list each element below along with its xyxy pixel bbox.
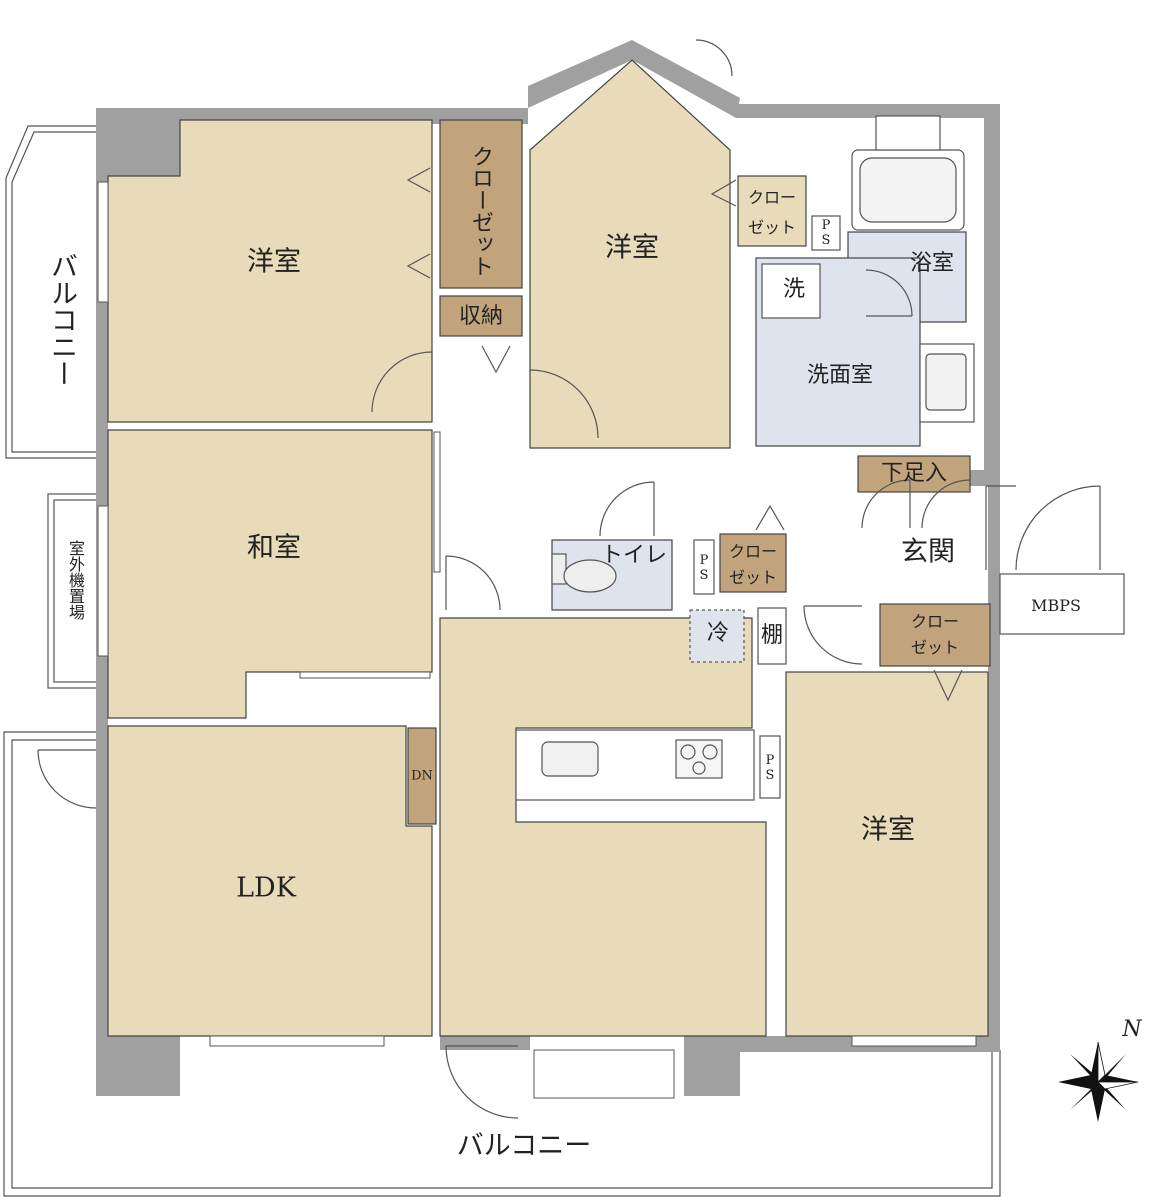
fixtures [515,115,1125,801]
label-storage: 収納 [458,304,504,329]
mbps-box [999,573,1125,635]
label-shelf: 棚 [760,623,784,648]
label-dn: DN [411,768,433,784]
label-outdoor-unit: 室外機置場 [66,540,85,620]
doors [37,39,1101,1119]
label-closet-se-line2: ゼット [910,638,960,657]
label-closet-n-line2: ゼット [747,218,797,237]
label-closet-se-line1: クロー [910,612,960,631]
room-closet-n [737,175,807,247]
washer-icon [761,263,821,319]
label-bath: 浴室 [909,251,955,276]
label-balcony-south: バルコニー [456,1130,592,1162]
room-western-se [785,671,989,1037]
room-closet-nw [439,119,523,289]
balcony-west-outline [5,125,98,459]
stove-icon [675,739,723,779]
label-closet-hall-line1: クロー [728,542,778,561]
room-dn-step [407,727,437,825]
label-toilet: トイレ [600,543,668,568]
ps-box-1 [811,215,841,251]
windows [97,181,977,1099]
label-mbps: MBPS [1031,596,1081,615]
room-western-nw [107,119,433,423]
label-ldk: LDK [236,872,296,904]
balcony-south-outline [3,731,1001,1197]
label-washroom: 洗面室 [806,363,874,388]
label-ps-1: PS [818,218,834,248]
shelf-box [757,607,787,665]
label-closet-nw: クローゼット [468,145,493,277]
compass-rose-icon [1058,1041,1139,1122]
label-entrance: 玄関 [901,536,955,568]
label-western-room-se: 洋室 [861,814,915,846]
label-western-room-n: 洋室 [605,232,659,264]
ps-box-2 [693,539,715,595]
room-japanese [107,429,433,719]
label-washer: 洗 [782,277,806,302]
sink-icon [541,741,599,777]
label-shoe-storage: 下足入 [880,461,948,486]
ps-box-3 [759,735,781,799]
label-ps-3: PS [762,753,778,783]
label-balcony-west: バルコニー [46,252,77,387]
exterior-walls [96,40,1000,1096]
room-shoe-storage [857,455,971,493]
toilet-icon [551,553,567,585]
room-closet-hall [719,533,787,593]
label-fridge: 冷 [706,621,730,646]
label-closet-n-line1: クロー [747,188,797,207]
label-western-room-nw: 洋室 [247,246,301,278]
room-ldk [107,725,433,1037]
bath-wall-box [875,115,941,151]
room-storage [439,295,523,337]
label-closet-hall-line2: ゼット [728,568,778,587]
room-closet-se [879,603,991,667]
fridge-space [689,609,745,663]
label-japanese-room: 和室 [247,532,301,564]
room-kitchen [439,617,767,1037]
compass-north-label: N [1122,1017,1142,1042]
label-ps-2: PS [696,553,712,583]
